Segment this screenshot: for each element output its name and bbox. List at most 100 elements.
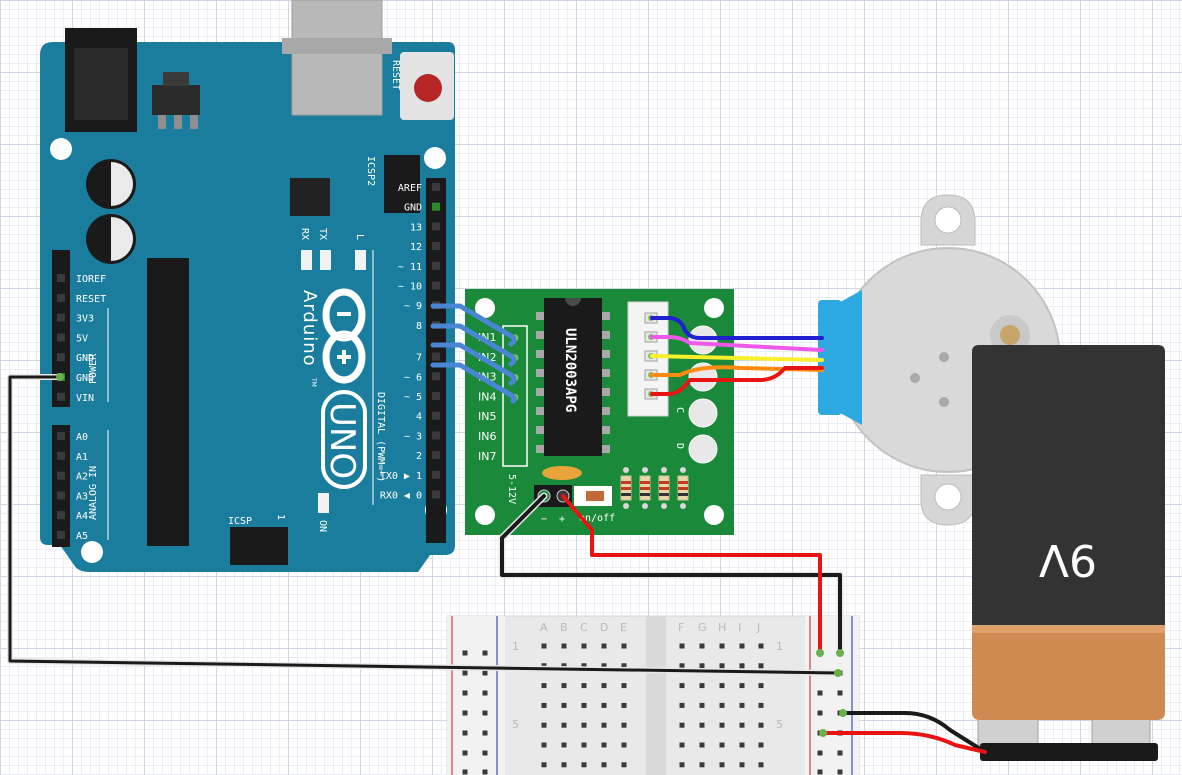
breadboard-rail-hole[interactable] (482, 750, 488, 756)
breadboard-hole[interactable] (679, 663, 685, 669)
power-pin[interactable] (57, 353, 65, 362)
breadboard-hole[interactable] (581, 742, 587, 748)
breadboard-hole[interactable] (561, 722, 567, 728)
digital-pin[interactable] (432, 431, 440, 440)
breadboard-rail-hole[interactable] (462, 769, 468, 775)
breadboard-rail-hole[interactable] (837, 750, 843, 756)
breadboard-hole[interactable] (739, 683, 745, 689)
breadboard-hole[interactable] (699, 643, 705, 649)
breadboard-hole[interactable] (621, 683, 627, 689)
breadboard-hole[interactable] (561, 702, 567, 708)
breadboard-hole[interactable] (758, 762, 764, 768)
breadboard-hole[interactable] (581, 722, 587, 728)
digital-pin[interactable] (432, 470, 440, 479)
breadboard-rail-hole[interactable] (817, 769, 823, 775)
breadboard-hole[interactable] (541, 683, 547, 689)
breadboard-hole[interactable] (739, 702, 745, 708)
breadboard-rail-hole[interactable] (837, 690, 843, 696)
breadboard-hole[interactable] (699, 762, 705, 768)
breadboard-hole[interactable] (719, 742, 725, 748)
breadboard-hole[interactable] (541, 742, 547, 748)
breadboard-hole[interactable] (758, 643, 764, 649)
breadboard-hole[interactable] (758, 702, 764, 708)
power-pin[interactable] (57, 313, 65, 322)
breadboard-hole[interactable] (679, 643, 685, 649)
breadboard-hole[interactable] (541, 722, 547, 728)
breadboard-hole[interactable] (621, 663, 627, 669)
digital-pin[interactable] (432, 222, 440, 231)
breadboard-hole[interactable] (601, 643, 607, 649)
breadboard-hole[interactable] (601, 663, 607, 669)
breadboard-hole[interactable] (679, 702, 685, 708)
breadboard-rail-hole[interactable] (462, 650, 468, 656)
digital-pin[interactable] (432, 202, 440, 211)
digital-pin[interactable] (432, 281, 440, 290)
digital-pin[interactable] (432, 372, 440, 381)
breadboard-rail-hole[interactable] (817, 690, 823, 696)
breadboard-hole[interactable] (719, 762, 725, 768)
breadboard-hole[interactable] (561, 663, 567, 669)
breadboard-hole[interactable] (621, 722, 627, 728)
breadboard-hole[interactable] (758, 683, 764, 689)
breadboard-hole[interactable] (679, 742, 685, 748)
breadboard-hole[interactable] (739, 643, 745, 649)
breadboard-hole[interactable] (739, 722, 745, 728)
breadboard-hole[interactable] (581, 663, 587, 669)
power-pin[interactable] (57, 333, 65, 342)
breadboard-hole[interactable] (621, 702, 627, 708)
breadboard-hole[interactable] (758, 722, 764, 728)
breadboard-hole[interactable] (541, 702, 547, 708)
digital-pin[interactable] (432, 411, 440, 420)
breadboard-rail-hole[interactable] (462, 670, 468, 676)
breadboard-hole[interactable] (601, 742, 607, 748)
breadboard-rail-hole[interactable] (482, 670, 488, 676)
breadboard-hole[interactable] (541, 762, 547, 768)
breadboard-hole[interactable] (679, 722, 685, 728)
breadboard-hole[interactable] (621, 643, 627, 649)
breadboard-hole[interactable] (719, 702, 725, 708)
breadboard-hole[interactable] (621, 742, 627, 748)
breadboard-hole[interactable] (719, 722, 725, 728)
breadboard-hole[interactable] (699, 722, 705, 728)
breadboard-rail-hole[interactable] (817, 710, 823, 716)
breadboard-rail-hole[interactable] (837, 769, 843, 775)
power-pin[interactable] (57, 293, 65, 302)
breadboard-rail-hole[interactable] (462, 750, 468, 756)
analog-pin[interactable] (57, 471, 65, 480)
digital-pin[interactable] (432, 490, 440, 499)
breadboard-hole[interactable] (699, 742, 705, 748)
breadboard-hole[interactable] (561, 643, 567, 649)
analog-pin[interactable] (57, 531, 65, 539)
breadboard-hole[interactable] (758, 663, 764, 669)
breadboard-hole[interactable] (699, 683, 705, 689)
breadboard-rail-hole[interactable] (482, 730, 488, 736)
breadboard-hole[interactable] (758, 742, 764, 748)
digital-pin[interactable] (432, 261, 440, 270)
analog-pin[interactable] (57, 511, 65, 520)
power-pin[interactable] (57, 274, 65, 282)
breadboard-rail-hole[interactable] (462, 730, 468, 736)
breadboard-hole[interactable] (699, 702, 705, 708)
breadboard-rail-hole[interactable] (817, 750, 823, 756)
digital-pin[interactable] (432, 392, 440, 400)
breadboard-hole[interactable] (621, 762, 627, 768)
digital-pin[interactable] (432, 242, 440, 251)
breadboard-rail-hole[interactable] (482, 650, 488, 656)
power-pin[interactable] (57, 392, 65, 401)
breadboard-hole[interactable] (561, 742, 567, 748)
breadboard-hole[interactable] (679, 683, 685, 689)
breadboard-hole[interactable] (581, 643, 587, 649)
analog-pin[interactable] (57, 432, 65, 440)
breadboard-hole[interactable] (561, 683, 567, 689)
breadboard-rail-hole[interactable] (482, 710, 488, 716)
breadboard-hole[interactable] (601, 762, 607, 768)
digital-pin[interactable] (432, 352, 440, 361)
breadboard-hole[interactable] (739, 762, 745, 768)
breadboard-hole[interactable] (739, 663, 745, 669)
breadboard-hole[interactable] (719, 643, 725, 649)
breadboard-hole[interactable] (719, 683, 725, 689)
breadboard-rail-hole[interactable] (482, 769, 488, 775)
breadboard-hole[interactable] (601, 683, 607, 689)
breadboard-hole[interactable] (561, 762, 567, 768)
breadboard-rail-hole[interactable] (462, 710, 468, 716)
